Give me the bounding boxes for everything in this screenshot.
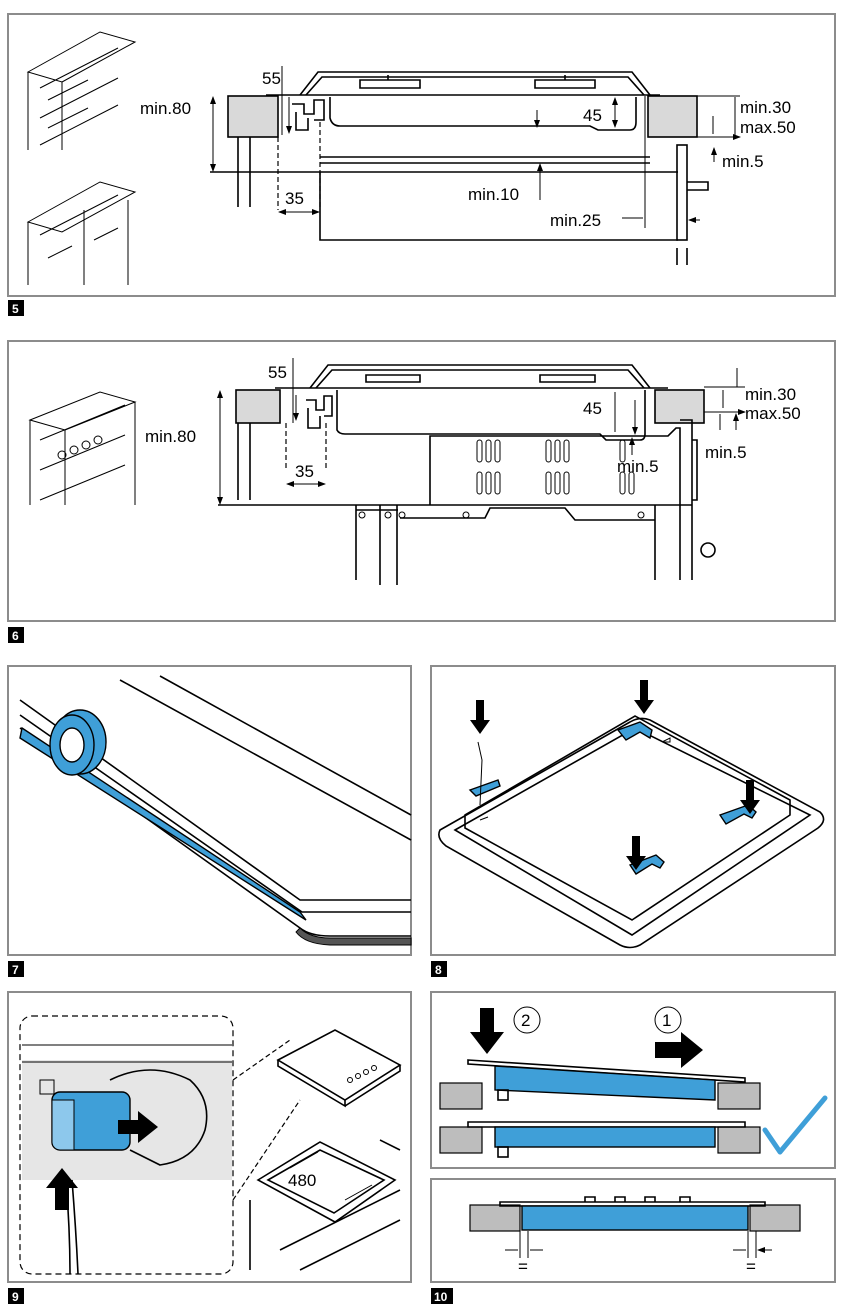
worktop-left: [439, 1126, 483, 1154]
built-in-oven: [218, 427, 681, 585]
arrow-down-icon: [634, 680, 654, 714]
figure-6-frame: [7, 340, 836, 622]
equal-gap-right: =: [746, 1257, 756, 1276]
hob-thumbnail: [276, 1029, 402, 1108]
dim-min80: min.80: [145, 427, 196, 446]
dim-min30: min.30: [745, 385, 796, 404]
hob-section: [266, 71, 660, 131]
clip-part: [51, 1091, 131, 1151]
figure-number-badge: [8, 300, 24, 316]
hand-icon: [109, 1069, 208, 1166]
built-in-oven-sketch: [28, 391, 137, 505]
figure-8: 8: [430, 665, 836, 977]
screwdriver-icon: [65, 1179, 79, 1275]
step-2-label: 2: [521, 1011, 530, 1030]
figure-number: 8: [435, 963, 442, 977]
hob-section: [275, 364, 668, 441]
hob-glass: [467, 1059, 746, 1083]
dim-45: 45: [583, 399, 602, 418]
arrow-down-icon: [626, 836, 646, 870]
figure-number: 7: [12, 963, 19, 977]
figure-number: 10: [434, 1290, 448, 1304]
oven-door-knob: [700, 542, 716, 558]
dim-45: 45: [583, 106, 602, 125]
dim-55: 55: [262, 69, 281, 88]
dim-min5-oven: min.5: [617, 457, 659, 476]
figure-9: 480 9: [7, 991, 412, 1304]
dim-min5-side: min.5: [705, 443, 747, 462]
figure-number: 9: [12, 1290, 19, 1304]
dim-max50: max.50: [740, 118, 796, 137]
dim-min10: min.10: [468, 185, 519, 204]
worktop-right: [654, 389, 705, 424]
screw-icon: [477, 741, 483, 806]
dim-35: 35: [295, 462, 314, 481]
figure-7-frame: [7, 665, 412, 956]
hob-body: [494, 1126, 716, 1148]
worktop-right: [717, 1082, 761, 1110]
oven-vents: [476, 439, 635, 495]
step-2-badge: [513, 1006, 541, 1034]
arrow-down-icon: [470, 700, 490, 734]
arrow-down-icon: [740, 780, 760, 814]
dim-max50: max.50: [745, 404, 801, 423]
dim-35: 35: [285, 189, 304, 208]
worktop-right: [749, 1204, 801, 1232]
worktop-left: [235, 389, 281, 424]
step-1-badge: [654, 1006, 682, 1034]
figure-9-frame: [7, 991, 412, 1283]
figure-5-frame: [7, 13, 836, 297]
hob-body: [521, 1205, 749, 1231]
step-1-label: 1: [662, 1011, 671, 1030]
figure-10: 2 1 = = 10: [430, 991, 836, 1304]
hob-outer-frame: [438, 717, 825, 949]
arrow-down-icon: [470, 1008, 504, 1054]
hob-body: [494, 1065, 716, 1101]
sealing-tape-strip: [19, 726, 307, 921]
worktop-right: [647, 95, 698, 138]
dim-480: 480: [288, 1171, 316, 1190]
equal-gap-left: =: [518, 1257, 528, 1276]
figure-number: 5: [12, 302, 19, 316]
worktop-right: [717, 1126, 761, 1154]
dim-min25: min.25: [550, 211, 601, 230]
worktop-left: [469, 1204, 521, 1232]
checkmark-icon: [762, 1095, 828, 1155]
gas-connector-icon: [306, 395, 333, 429]
figure-number-badge: [8, 961, 24, 977]
figure-10-bottom-frame: [430, 1178, 836, 1283]
figure-10-top-frame: [430, 991, 836, 1169]
figure-number-badge: [431, 1288, 453, 1304]
worktop-left: [439, 1082, 483, 1110]
press-down-arrows: [470, 680, 760, 870]
figure-8-frame: [430, 665, 836, 956]
figure-6: min.80 55 35 45 min.30 max.50 min.5 min.…: [7, 340, 836, 643]
dim-min80: min.80: [140, 99, 191, 118]
worktop-left: [227, 95, 279, 138]
worktop-cutout: [249, 1139, 401, 1271]
arrow-right-icon: [655, 1032, 703, 1068]
figure-number-badge: [8, 1288, 24, 1304]
dim-55: 55: [268, 363, 287, 382]
figure-number-badge: [431, 961, 447, 977]
dim-min30: min.30: [740, 98, 791, 117]
figure-5: min.80 55 35 min.10 45 min.30 max.50 min…: [7, 13, 836, 316]
sealing-tape-roll: [49, 709, 107, 776]
arrow-up-icon: [46, 1168, 78, 1210]
arrow-right-icon: [118, 1111, 158, 1143]
figure-7: 7: [7, 665, 412, 977]
figure-number-badge: [8, 627, 24, 643]
cabinet-doors-sketch: [26, 181, 137, 285]
gas-connector-icon: [292, 99, 325, 131]
figure-number: 6: [12, 629, 19, 643]
kitchen-unit-front: [676, 144, 688, 241]
cabinet-drawers-sketch: [26, 31, 137, 150]
dim-min5: min.5: [722, 152, 764, 171]
